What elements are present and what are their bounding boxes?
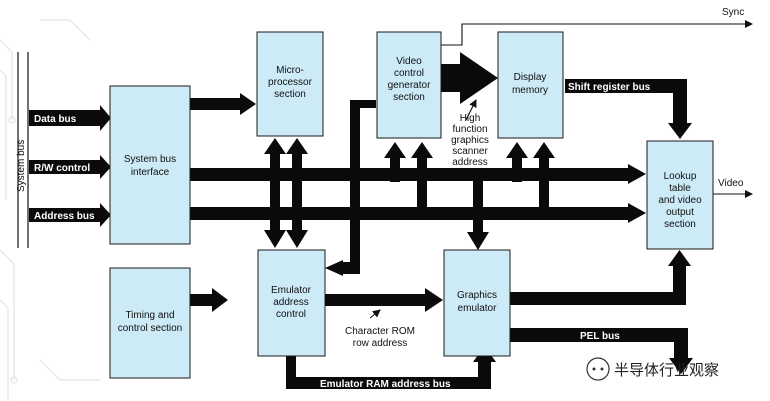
block-emulator-address-control: Emulator address control: [257, 249, 326, 357]
svg-text:Display: Display: [514, 72, 547, 83]
svg-text:scanner: scanner: [452, 146, 488, 157]
svg-text:section: section: [393, 92, 425, 103]
svg-text:System bus: System bus: [124, 154, 176, 165]
svg-text:半导体行业观察: 半导体行业观察: [614, 361, 719, 379]
svg-text:Micro-: Micro-: [276, 65, 304, 76]
circuit-background: [0, 19, 100, 401]
sync-label: Sync: [722, 7, 744, 18]
svg-text:section: section: [274, 89, 306, 100]
rw-control-label: R/W control: [34, 163, 90, 174]
watermark: 半导体行业观察: [586, 357, 719, 381]
emulator-to-graphics-arrow: [325, 288, 443, 312]
svg-text:control: control: [276, 309, 306, 320]
main-bus-row1: [190, 168, 630, 181]
sbi-to-micro-arrow: [190, 93, 256, 115]
svg-text:emulator: emulator: [458, 303, 498, 314]
svg-text:Timing and: Timing and: [125, 310, 174, 321]
timing-to-emulator-arrow: [190, 288, 228, 312]
video-label: Video: [718, 178, 744, 189]
svg-text:row address: row address: [353, 338, 407, 349]
svg-text:memory: memory: [512, 85, 548, 96]
svg-text:processor: processor: [268, 77, 313, 88]
block-display-memory: Display memory: [497, 31, 564, 139]
svg-text:section: section: [664, 219, 696, 230]
svg-text:address: address: [273, 297, 309, 308]
svg-text:generator: generator: [388, 80, 431, 91]
block-lookup-table: Lookup table and video output section: [646, 140, 714, 250]
high-function-label: High function graphics scanner address: [451, 113, 489, 168]
svg-text:and video: and video: [658, 195, 702, 206]
system-bus-lines: [17, 52, 29, 248]
block-system-bus-interface: System bus interface: [109, 85, 191, 245]
thin-signals: [369, 20, 753, 319]
svg-text:table: table: [669, 183, 691, 194]
svg-text:High: High: [460, 113, 481, 124]
chat-bubble-icon: [586, 357, 610, 381]
svg-text:address: address: [452, 157, 488, 168]
pel-bus-label: PEL bus: [580, 331, 620, 342]
svg-text:Lookup: Lookup: [664, 171, 697, 182]
bus-arrows: [29, 52, 693, 389]
shift-register-bus-label: Shift register bus: [568, 82, 651, 93]
data-bus-arrow: [29, 105, 111, 131]
svg-text:Emulator: Emulator: [271, 285, 312, 296]
svg-text:Video: Video: [396, 56, 422, 67]
character-rom-label: Character ROM row address: [345, 326, 415, 349]
emulator-ram-bus-label: Emulator RAM address bus: [320, 379, 451, 390]
block-timing-control: Timing and control section: [109, 267, 191, 379]
block-video-control-generator: Video control generator section: [376, 31, 442, 139]
address-bus-label: Address bus: [34, 211, 95, 222]
svg-text:function: function: [452, 124, 487, 135]
svg-text:interface: interface: [131, 167, 170, 178]
svg-text:control section: control section: [118, 323, 182, 334]
svg-text:control: control: [394, 68, 424, 79]
block-graphics-emulator: Graphics emulator: [443, 249, 511, 357]
address-bus-arrow: [29, 203, 111, 227]
svg-text:output: output: [666, 207, 694, 218]
svg-text:graphics: graphics: [451, 135, 489, 146]
svg-text:Character ROM: Character ROM: [345, 326, 415, 337]
rw-control-arrow: [29, 155, 111, 179]
main-bus-row2: [190, 207, 630, 220]
vcg-to-display-arrow: [441, 52, 498, 104]
data-bus-label: Data bus: [34, 114, 77, 125]
svg-text:Graphics: Graphics: [457, 290, 497, 301]
block-microprocessor: Micro- processor section: [256, 31, 324, 137]
system-bus-label: System bus: [16, 140, 27, 192]
